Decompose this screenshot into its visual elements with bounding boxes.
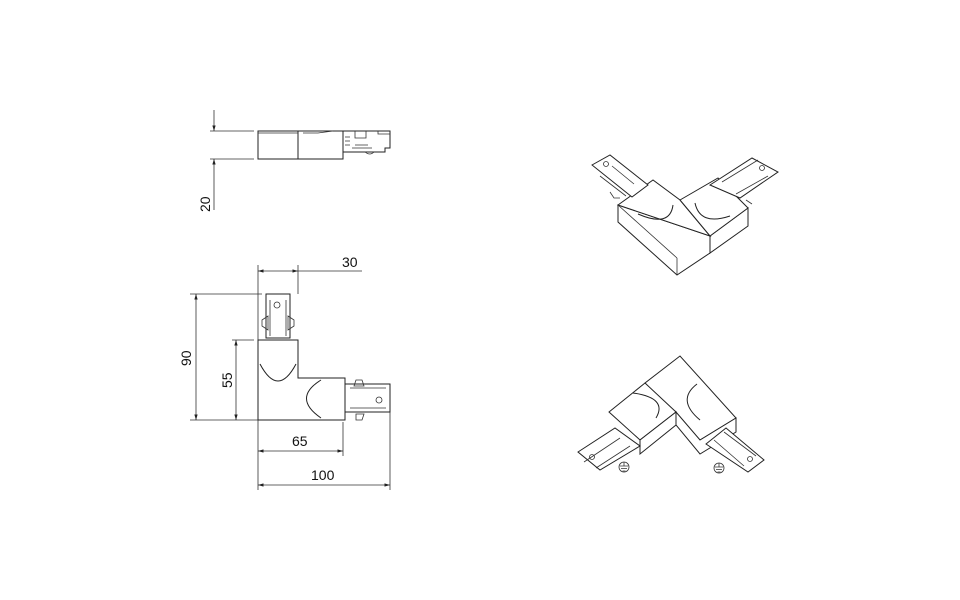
top-view: 30 90 55 65 100 bbox=[178, 254, 391, 490]
isometric-view-top bbox=[591, 154, 779, 276]
ground-symbol-icon bbox=[713, 462, 725, 474]
rotating-joint bbox=[306, 379, 322, 419]
dim-label-total-length: 100 bbox=[311, 467, 335, 483]
track-adapter-left bbox=[591, 154, 649, 198]
connector-body bbox=[257, 339, 346, 421]
connector-body-left bbox=[257, 130, 299, 160]
dim-label-width: 30 bbox=[342, 254, 358, 270]
isometric-view-bottom bbox=[577, 355, 765, 474]
track-adapter-horizontal bbox=[344, 383, 391, 413]
track-adapter-left bbox=[577, 427, 641, 471]
dim-label-height: 20 bbox=[197, 196, 213, 212]
dim-label-body-height: 55 bbox=[219, 372, 235, 388]
track-adapter-vertical bbox=[265, 293, 291, 339]
track-adapter-right bbox=[708, 157, 779, 199]
connector-body-right bbox=[297, 130, 344, 160]
ground-symbol-icon bbox=[618, 461, 630, 473]
track-adapter-right bbox=[705, 427, 765, 473]
side-view: 20 bbox=[197, 110, 391, 212]
rotating-joint bbox=[259, 363, 297, 382]
dim-label-body-length: 65 bbox=[292, 433, 308, 449]
dim-label-total-height: 90 bbox=[178, 350, 194, 366]
